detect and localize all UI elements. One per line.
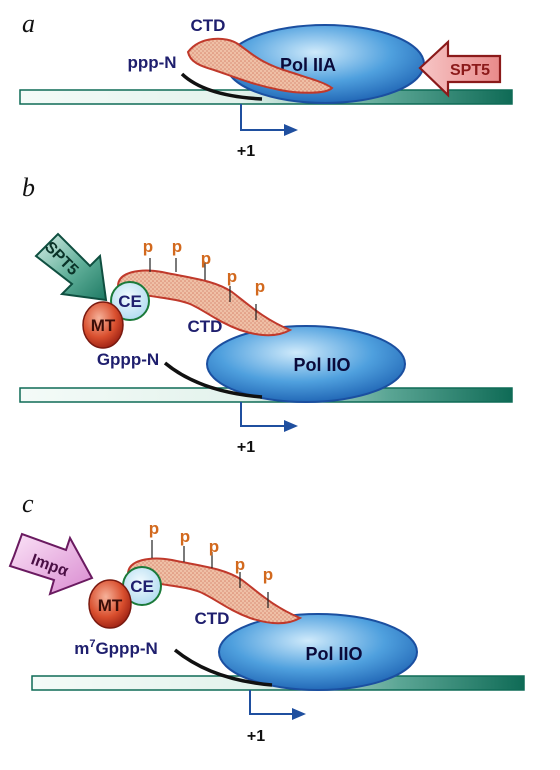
rna-label: Gppp-N — [97, 350, 159, 369]
phospho-label: p — [201, 249, 211, 268]
spt5-factor: SPT5 — [418, 39, 502, 98]
ctd-tail — [186, 37, 334, 94]
nascent-rna — [173, 648, 273, 687]
phospho-label: p — [255, 277, 265, 296]
importin-arrow — [8, 532, 94, 596]
nascent-rna — [180, 72, 263, 101]
phospho-label: p — [235, 555, 245, 574]
tss-arrow — [249, 690, 306, 720]
phospho-marks: p p p p p — [143, 237, 265, 320]
ctd-tail — [116, 269, 293, 337]
ctd-label: CTD — [195, 609, 230, 628]
mt-label: MT — [91, 316, 116, 335]
ce-enzyme — [110, 281, 150, 321]
pol-ii-ellipse — [206, 325, 406, 403]
ce-label: CE — [130, 577, 154, 596]
mt-label: MT — [98, 596, 123, 615]
spt5-factor: SPT5 — [34, 232, 108, 302]
tss-label: +1 — [247, 728, 265, 745]
phospho-label: p — [143, 237, 153, 256]
panel-letter: c — [22, 489, 34, 518]
panel-b: b Pol IIO p p p p p CTD SPT5 CE MT — [19, 173, 513, 456]
rna-label-rest: Gppp-N — [95, 639, 157, 658]
tss-arrow — [240, 104, 298, 136]
phospho-label: p — [149, 519, 159, 538]
mt-enzyme — [82, 301, 124, 349]
phospho-label: p — [172, 237, 182, 256]
phospho-label: p — [263, 565, 273, 584]
phospho-label: p — [209, 537, 219, 556]
mt-enzyme — [88, 579, 132, 629]
ce-label: CE — [118, 292, 142, 311]
pol-label: Pol IIO — [293, 355, 350, 375]
rna-label-sup7: 7 — [89, 638, 95, 650]
spt5-arrow — [418, 39, 502, 98]
phospho-label: p — [227, 267, 237, 286]
tss-label: +1 — [237, 143, 255, 160]
pol-label: Pol IIA — [280, 55, 336, 75]
rna-label: ppp-N — [127, 53, 176, 72]
importin-factor: Impα — [8, 532, 94, 596]
panel-a: a Pol IIA CTD ppp-N SPT5 +1 — [19, 9, 513, 160]
rna-label-m: m — [74, 639, 89, 658]
panel-letter: b — [22, 173, 35, 202]
ctd-tail — [126, 557, 303, 625]
phospho-marks: p p p p p — [149, 519, 273, 608]
phospho-label: p — [180, 527, 190, 546]
panel-letter: a — [22, 9, 35, 38]
ctd-label: CTD — [188, 317, 223, 336]
panel-c: c Pol IIO p p p p p CTD Impα CE MT m7Gpp — [8, 489, 525, 745]
tss-arrow — [240, 402, 298, 432]
spt5-arrow — [34, 232, 108, 302]
tss-label: +1 — [237, 439, 255, 456]
nascent-rna — [163, 361, 263, 399]
pol-label: Pol IIO — [305, 644, 362, 664]
pol-ii-ellipse — [218, 613, 418, 691]
spt5-label: SPT5 — [450, 62, 490, 79]
ctd-label: CTD — [191, 16, 226, 35]
rna-label: m7Gppp-N — [74, 638, 158, 658]
